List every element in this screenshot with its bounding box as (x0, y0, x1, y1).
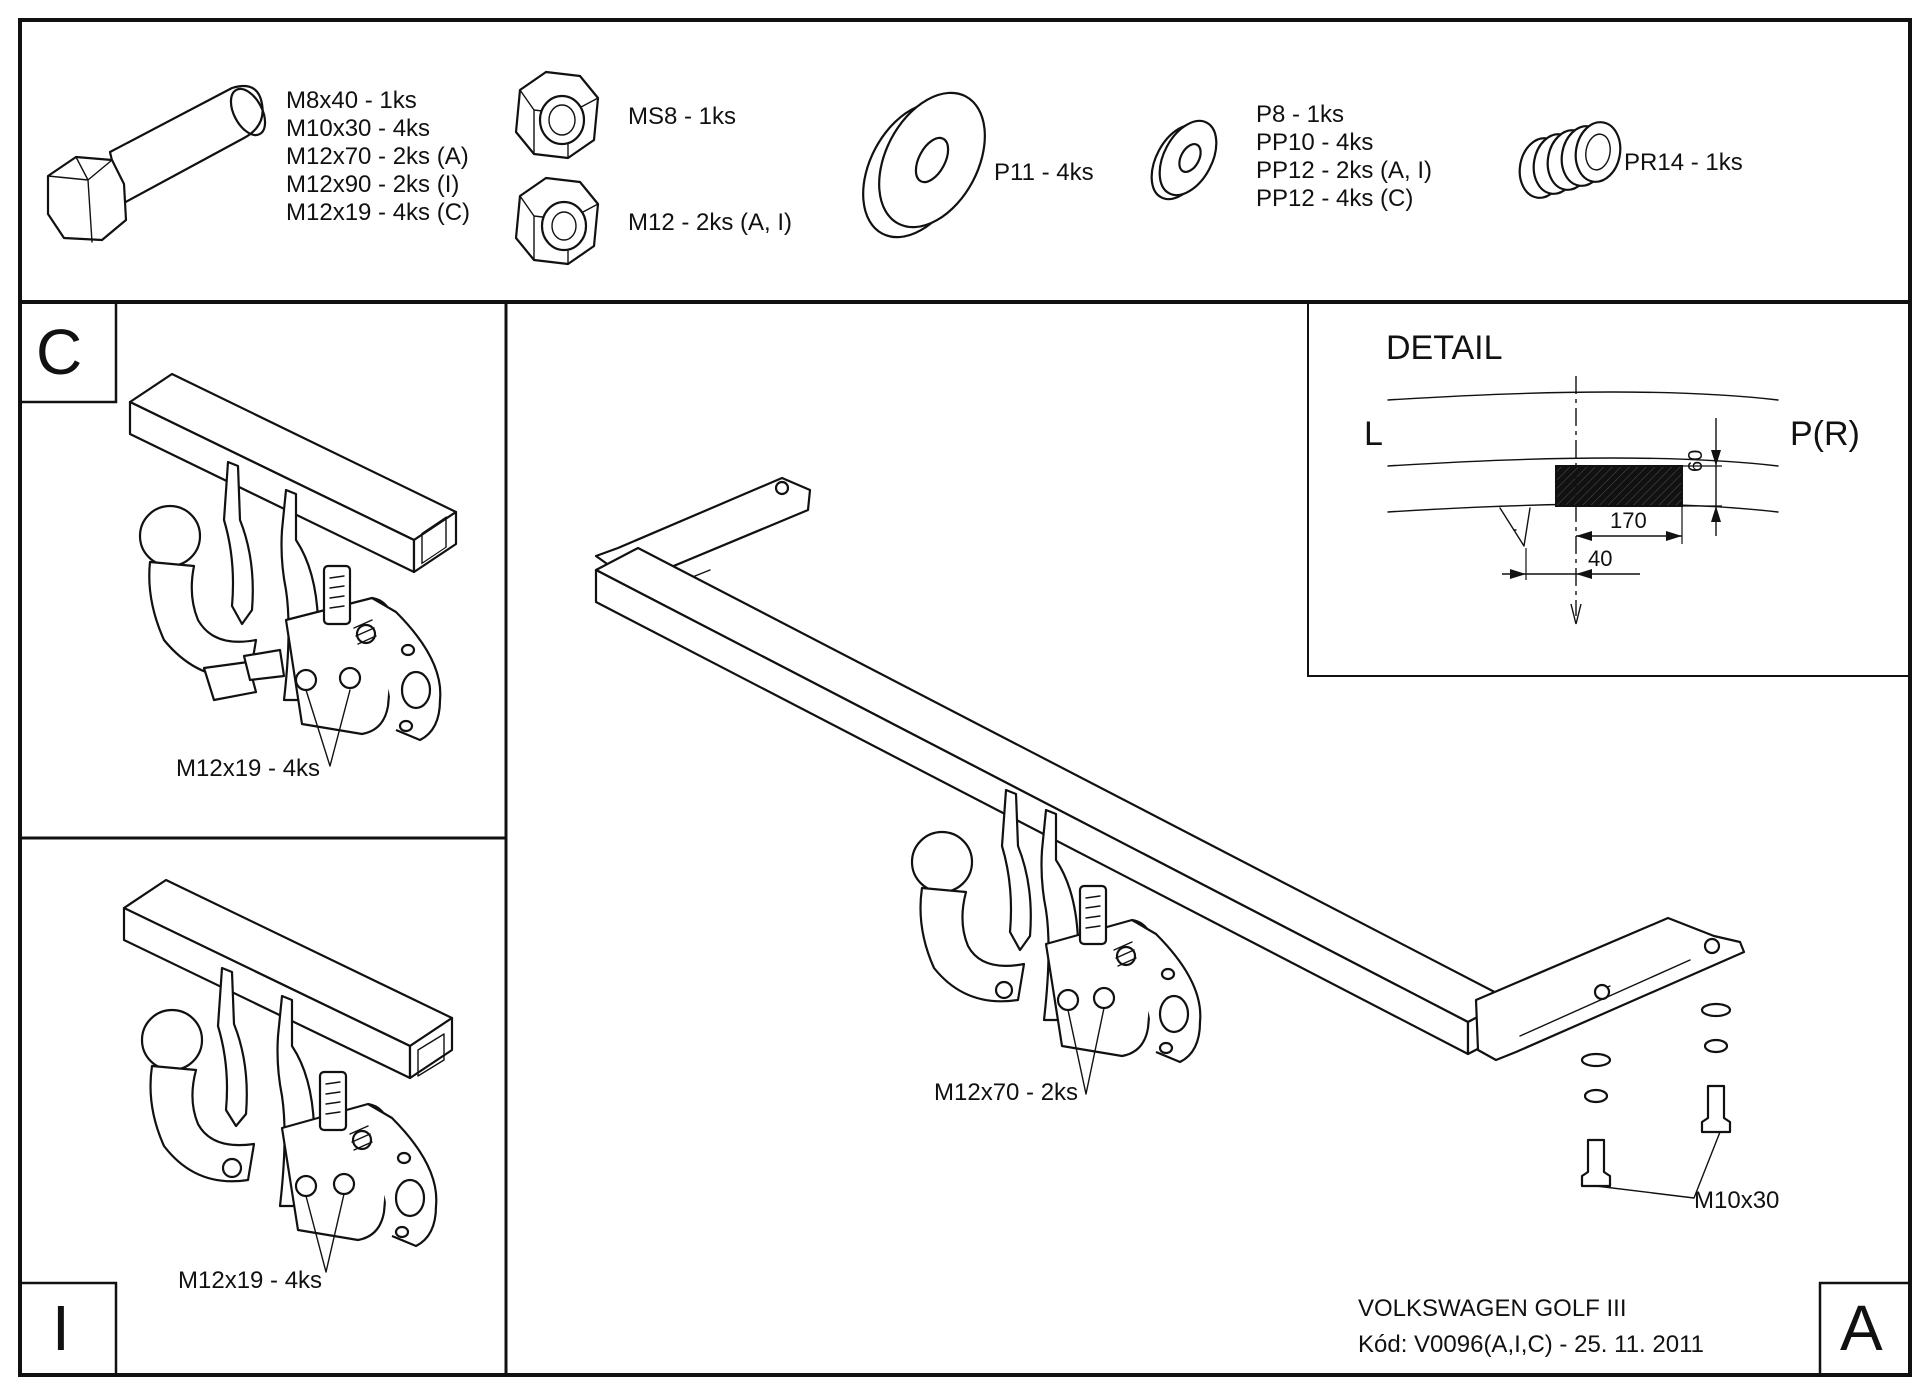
hex-nut-icon (514, 176, 600, 266)
model-name: VOLKSWAGEN GOLF III (1358, 1295, 1627, 1322)
panel-letter-i: I (52, 1292, 70, 1364)
washer-small-spec-4: PP12 - 4ks (C) (1256, 185, 1414, 212)
washer-large-spec: P11 - 4ks (994, 159, 1094, 186)
drawing-frame (18, 18, 1912, 1377)
callout-i-bolts: M12x19 - 4ks (178, 1267, 323, 1294)
bolt-spec-3: M12x70 - 2ks (A) (286, 143, 469, 170)
nut-m12-spec: M12 - 2ks (A, I) (628, 209, 793, 236)
large-washer-icon (862, 91, 986, 239)
callout-a-ball-bolts: M12x70 - 2ks (934, 1079, 1079, 1106)
callout-c-bolts: M12x19 - 4ks (176, 755, 321, 782)
nylon-lock-nut-icon (514, 70, 600, 160)
small-washer-icon (1150, 119, 1218, 201)
bolt-spec-4: M12x90 - 2ks (I) (286, 171, 460, 198)
washer-small-spec-1: P8 - 1ks (1256, 101, 1345, 128)
hex-bolt-icon (46, 84, 267, 243)
bolt-spec-1: M8x40 - 1ks (286, 87, 417, 114)
towbar-a-drawing (594, 476, 1746, 1199)
drawing-code: Kód: V0096(A,I,C) - 25. 11. 2011 (1358, 1331, 1704, 1358)
towbar-c-drawing (128, 372, 458, 767)
detail-dim-height: 60 (1685, 449, 1707, 472)
bolt-spec-5: M12x19 - 4ks (C) (286, 199, 471, 226)
bolt-spec-2: M10x30 - 4ks (286, 115, 431, 142)
detail-title: DETAIL (1386, 329, 1503, 367)
callout-a-beam-bolts: M10x30 (1694, 1187, 1780, 1214)
detail-right-label: P(R) (1790, 415, 1860, 453)
spring-washer-spec: PR14 - 1ks (1624, 149, 1743, 176)
nut-ms8-spec: MS8 - 1ks (628, 103, 737, 130)
washer-small-spec-2: PP10 - 4ks (1256, 129, 1374, 156)
spring-washer-icon (1518, 121, 1622, 199)
panel-letter-a: A (1840, 1292, 1883, 1364)
detail-left-label: L (1364, 415, 1383, 453)
detail-drawing (1387, 376, 1779, 625)
panel-letter-c: C (36, 316, 83, 388)
washer-small-spec-3: PP12 - 2ks (A, I) (1256, 157, 1433, 184)
detail-dim-offset: 40 (1588, 546, 1613, 571)
towbar-i-drawing (122, 878, 454, 1273)
detail-dim-width: 170 (1610, 508, 1647, 533)
